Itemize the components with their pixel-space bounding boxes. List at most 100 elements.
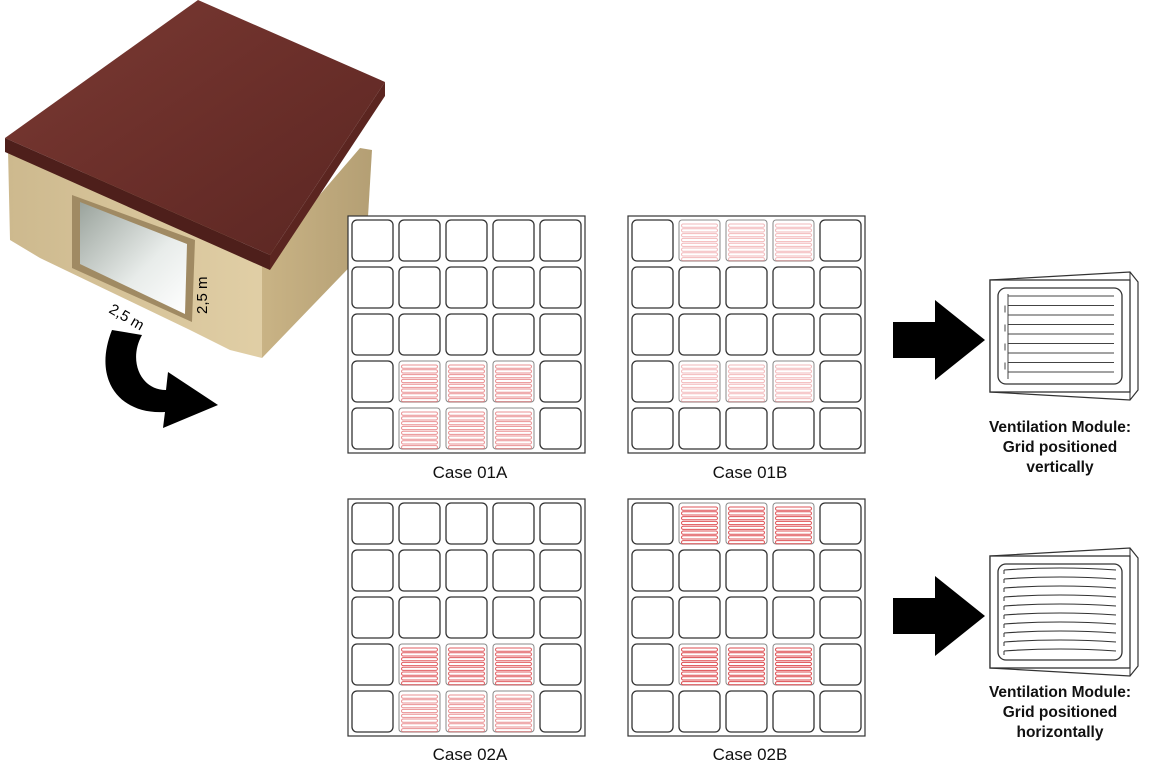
vent-cell xyxy=(445,407,488,450)
wall-cell xyxy=(631,360,674,403)
wall-cell xyxy=(351,549,394,592)
case-grid xyxy=(347,215,586,454)
vent-cell xyxy=(398,360,441,403)
wall-cell xyxy=(772,313,815,356)
module-caption-vertical: Ventilation Module: Grid positioned vert… xyxy=(965,418,1155,478)
wall-cell xyxy=(678,690,721,733)
wall-cell xyxy=(631,643,674,686)
wall-cell xyxy=(772,266,815,309)
case-label-02b: Case 02B xyxy=(712,745,788,764)
wall-cell xyxy=(445,596,488,639)
wall-cell xyxy=(819,596,862,639)
vent-cell xyxy=(678,360,721,403)
wall-cell xyxy=(631,266,674,309)
wall-cell xyxy=(725,596,768,639)
wall-cell xyxy=(539,219,582,262)
module-caption-line: horizontally xyxy=(1016,724,1104,741)
vent-cell xyxy=(492,643,535,686)
case-grid xyxy=(627,215,866,454)
wall-cell xyxy=(539,643,582,686)
wall-cell xyxy=(398,266,441,309)
curved-arrow-icon xyxy=(105,330,218,428)
model-side-wall xyxy=(262,148,372,358)
scale-model-photo: 2,5 m 2,5 m xyxy=(5,0,385,358)
wall-cell xyxy=(819,407,862,450)
wall-cell xyxy=(819,502,862,545)
wall-cell xyxy=(398,313,441,356)
wall-cell xyxy=(678,266,721,309)
case-grids xyxy=(347,215,866,737)
wall-cell xyxy=(678,313,721,356)
wall-cell xyxy=(819,690,862,733)
vent-cell xyxy=(398,407,441,450)
wall-cell xyxy=(539,690,582,733)
wall-cell xyxy=(351,690,394,733)
wall-cell xyxy=(539,266,582,309)
vent-cell xyxy=(772,360,815,403)
wall-cell xyxy=(678,407,721,450)
vent-cell xyxy=(445,643,488,686)
wall-cell xyxy=(398,502,441,545)
model-dimension-height: 2,5 m xyxy=(194,276,211,314)
wall-cell xyxy=(351,643,394,686)
vent-cell xyxy=(398,643,441,686)
vent-cell xyxy=(678,502,721,545)
vent-cell xyxy=(725,502,768,545)
wall-cell xyxy=(725,690,768,733)
wall-cell xyxy=(539,596,582,639)
arrow-right-icon xyxy=(893,300,985,380)
vent-cell xyxy=(445,360,488,403)
wall-cell xyxy=(772,690,815,733)
wall-cell xyxy=(539,360,582,403)
wall-cell xyxy=(351,219,394,262)
model-roof-edge-side xyxy=(270,82,385,270)
wall-cell xyxy=(725,549,768,592)
wall-cell xyxy=(398,219,441,262)
wall-cell xyxy=(539,407,582,450)
wall-cell xyxy=(819,360,862,403)
case-grid xyxy=(347,498,586,737)
wall-cell xyxy=(725,313,768,356)
wall-cell xyxy=(445,502,488,545)
wall-cell xyxy=(492,596,535,639)
wall-cell xyxy=(492,313,535,356)
vent-cell xyxy=(492,690,535,733)
wall-cell xyxy=(725,266,768,309)
wall-cell xyxy=(819,549,862,592)
model-roof-edge-front xyxy=(5,138,270,270)
module-caption-line: Ventilation Module: xyxy=(988,419,1132,436)
vent-cell xyxy=(678,643,721,686)
wall-cell xyxy=(819,313,862,356)
wall-cell xyxy=(351,313,394,356)
case-label-02a: Case 02A xyxy=(432,745,508,764)
wall-cell xyxy=(445,266,488,309)
wall-cell xyxy=(631,690,674,733)
vent-cell xyxy=(725,219,768,262)
wall-cell xyxy=(445,313,488,356)
wall-cell xyxy=(351,596,394,639)
vent-cell xyxy=(398,690,441,733)
module-vertical-grid-icon xyxy=(989,271,1139,401)
wall-cell xyxy=(351,266,394,309)
wall-cell xyxy=(539,502,582,545)
case-label-01b: Case 01B xyxy=(712,463,788,482)
wall-cell xyxy=(539,549,582,592)
wall-cell xyxy=(492,219,535,262)
module-caption-horizontal: Ventilation Module: Grid positioned hori… xyxy=(965,683,1155,743)
wall-cell xyxy=(678,549,721,592)
vent-cell xyxy=(772,502,815,545)
wall-cell xyxy=(492,266,535,309)
wall-cell xyxy=(631,502,674,545)
module-caption-line: Grid positioned xyxy=(1002,704,1118,721)
wall-cell xyxy=(492,549,535,592)
wall-cell xyxy=(819,266,862,309)
wall-cell xyxy=(772,407,815,450)
vent-cell xyxy=(492,407,535,450)
wall-cell xyxy=(772,549,815,592)
module-caption-line: vertically xyxy=(1026,459,1094,476)
wall-cell xyxy=(819,643,862,686)
wall-cell xyxy=(631,549,674,592)
vent-cell xyxy=(772,219,815,262)
wall-cell xyxy=(678,596,721,639)
